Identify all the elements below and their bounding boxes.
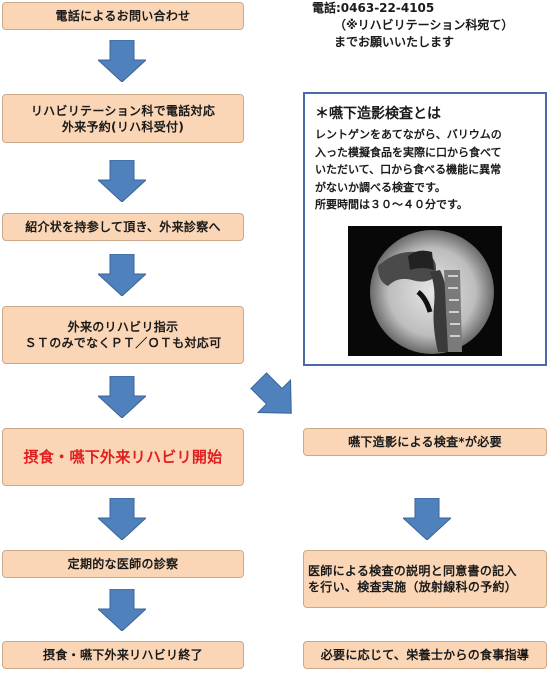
swallow-exam-info-box: ＊嚥下造影検査とは レントゲンをあてながら、バリウムの 入った模擬食品を実際に口… [303,92,547,366]
flow-step-periodic-exam: 定期的な医師の診察 [2,550,244,578]
flow-step-referral: 紹介状を持参して頂き、外来診察へ [2,213,244,241]
contact-info: 電話:0463-22-4105 （※リハビリテーション科宛て） までお願いいたし… [312,0,513,51]
flow-step-referral-label: 紹介状を持参して頂き、外来診察へ [25,220,221,234]
flow-step-vf-exam-required: 嚥下造影による検査*が必要 [303,428,547,456]
diagonal-arrow-icon [250,372,292,414]
flow-step-inquiry-label: 電話によるお問い合わせ [55,9,191,23]
contact-dept-note: （※リハビリテーション科宛て） [334,18,514,32]
info-line: いただいて、口から食べる機能に異常 [315,163,502,176]
swallow-exam-info-title: ＊嚥下造影検査とは [315,106,441,122]
down-arrow-icon [98,498,146,540]
info-line: レントゲンをあてながら、バリウムの [315,128,502,141]
flow-step-exam-consent: 医師による検査の説明と同意書の記入 を行い、検査実施（放射線科の予約） [303,550,547,608]
flow-step-exam-consent-line2: を行い、検査実施（放射線科の予約） [308,580,518,594]
flow-step-rehab-end: 摂食・嚥下外来リハビリ終了 [2,641,244,669]
flow-step-outpatient-line1: 外来のリハビリ指示 [67,320,179,334]
down-arrow-icon [98,160,146,202]
contact-request: までお願いいたします [334,35,455,49]
flow-step-reservation-line1: リハビリテーション科で電話対応 [30,103,216,118]
down-arrow-icon [98,254,146,296]
flow-step-diet-guidance-label: 必要に応じて、栄養士からの食事指導 [320,648,530,662]
flow-step-diet-guidance: 必要に応じて、栄養士からの食事指導 [303,641,547,669]
flow-step-reservation: リハビリテーション科で電話対応 外来予約(リハ科受付) [2,94,244,143]
flow-step-inquiry: 電話によるお問い合わせ [2,2,244,30]
flow-step-reservation-line2: 外来予約(リハ科受付) [61,119,185,134]
down-arrow-icon [403,498,451,540]
flow-step-rehab-end-label: 摂食・嚥下外来リハビリ終了 [43,648,203,662]
flow-step-exam-consent-line1: 医師による検査の説明と同意書の記入 [308,564,517,578]
info-line: 入った模擬食品を実際に口から食べて [315,145,502,159]
flow-step-periodic-exam-label: 定期的な医師の診察 [67,557,179,571]
contact-phone: 電話:0463-22-4105 [312,1,435,15]
flow-step-outpatient-instruction: 外来のリハビリ指示 ＳＴのみでなくＰＴ／ＯＴも対応可 [2,306,244,364]
swallow-exam-info-body: レントゲンをあてながら、バリウムの 入った模擬食品を実際に口から食べて いただい… [315,126,541,214]
flow-step-rehab-start-label: 摂食・嚥下外来リハビリ開始 [23,448,223,466]
flow-step-rehab-start: 摂食・嚥下外来リハビリ開始 [2,428,244,486]
down-arrow-icon [98,40,146,82]
down-arrow-icon [98,589,146,631]
xray-image [348,226,502,356]
down-arrow-icon [98,376,146,418]
flow-step-outpatient-line2: ＳＴのみでなくＰＴ／ＯＴも対応可 [24,336,222,350]
flow-step-vf-exam-required-label: 嚥下造影による検査*が必要 [348,435,502,449]
info-line: がないか調べる検査です。 [315,180,446,194]
info-line: 所要時間は３０～４０分です。 [315,198,468,211]
